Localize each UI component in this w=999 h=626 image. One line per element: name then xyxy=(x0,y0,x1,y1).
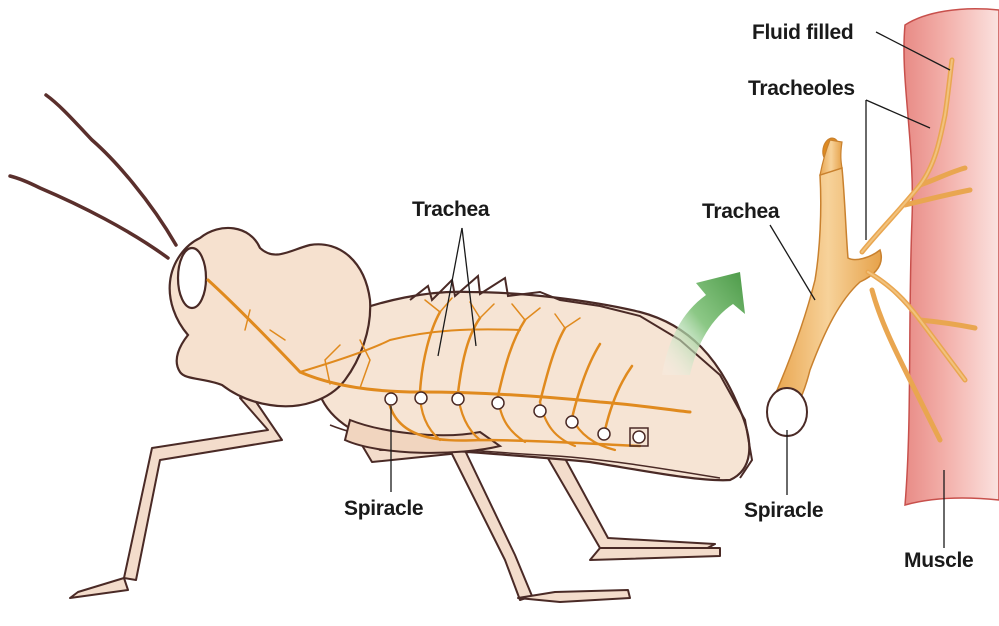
spiracle-opening-icon xyxy=(767,388,807,436)
label-tracheoles: Tracheoles xyxy=(748,77,855,101)
antennae xyxy=(10,95,176,258)
compound-eye-icon xyxy=(178,248,206,308)
label-muscle: Muscle xyxy=(904,549,973,573)
spiracle-icon xyxy=(415,392,427,404)
spiracle-icon xyxy=(598,428,610,440)
label-trachea-detail: Trachea xyxy=(702,200,779,224)
spiracle-icon xyxy=(385,393,397,405)
spiracle-icon xyxy=(566,416,578,428)
spiracle-icon xyxy=(452,393,464,405)
spiracle-icon xyxy=(633,431,645,443)
label-spiracle-insect: Spiracle xyxy=(344,497,423,521)
spiracle-icon xyxy=(534,405,546,417)
spiracle-icon xyxy=(492,397,504,409)
label-trachea-insect: Trachea xyxy=(412,198,489,222)
label-fluid-filled: Fluid filled xyxy=(752,21,853,45)
label-spiracle-detail: Spiracle xyxy=(744,499,823,523)
